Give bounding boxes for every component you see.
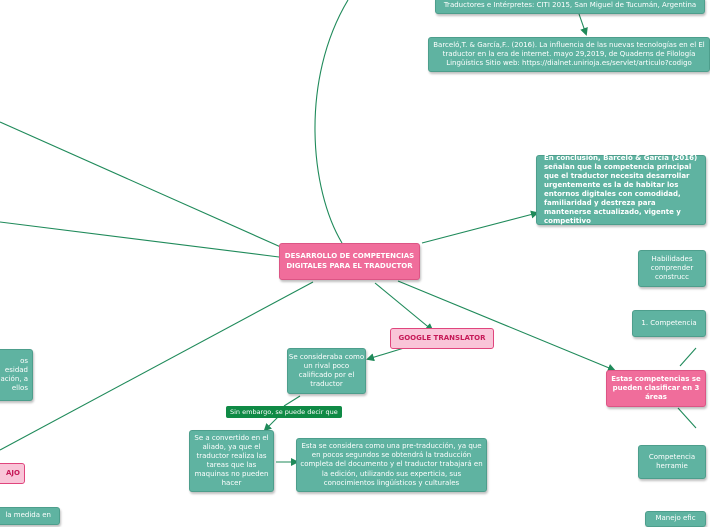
competencia-1-node[interactable]: 1. Competencia (632, 310, 706, 337)
left-partial-text: os esidad ación, a ellos (0, 356, 28, 393)
conclusion-node[interactable]: En conclusión, Barceló & García (2016) s… (536, 153, 706, 226)
connector-to-conclusion (421, 210, 539, 244)
connector-rival-label (283, 395, 301, 407)
clasificar-areas-node[interactable]: Estas competencias se pueden clasificar … (606, 370, 706, 407)
connector-layer (0, 0, 697, 466)
left-bottom-node[interactable]: la medida en (0, 507, 60, 525)
reference-barcelo-node[interactable]: Barceló,T. & García,F.. (2016). La influ… (428, 37, 710, 72)
competencia-herramientas-node[interactable]: Competencia herramie (638, 445, 706, 479)
left-partial-pink-node[interactable]: AJO (0, 463, 25, 484)
left-bottom-text: la medida en (5, 511, 51, 520)
manejo-node[interactable]: Manejo efic (645, 511, 706, 527)
left-partial-node[interactable]: os esidad ación, a ellos (0, 349, 33, 401)
connector-label-aliado (263, 416, 279, 432)
left-partial-pink-text: AJO (6, 468, 20, 477)
google-translator-text: GOOGLE TRANSLATOR (398, 333, 486, 342)
connector-to-google (374, 282, 434, 332)
aliado-node[interactable]: Se a convertido en el aliado, ya que el … (189, 430, 274, 492)
clasificar-areas-text: Estas competencias se pueden clasificar … (611, 374, 701, 402)
connector-upper-left (0, 121, 284, 249)
rival-node[interactable]: Se consideraba como un rival poco califi… (287, 348, 366, 394)
central-topic-text: DESARROLLO DE COMPETENCIAS DIGITALES PAR… (284, 252, 415, 270)
rival-text: Se consideraba como un rival poco califi… (288, 352, 365, 389)
connector-google-rival (366, 347, 405, 362)
central-topic-node[interactable]: DESARROLLO DE COMPETENCIAS DIGITALES PAR… (279, 243, 420, 280)
habilidades-text: Habilidades comprender construcc (650, 254, 694, 282)
reference-barcelo-text: Barceló,T. & García,F.. (2016). La influ… (433, 40, 705, 68)
pre-traduccion-text: Esta se considera como una pre-traducció… (300, 442, 483, 487)
competencia-herramientas-text: Competencia herramie (648, 452, 696, 470)
connector-mid-left (0, 221, 280, 258)
connector-to-clasificar (397, 280, 616, 372)
connector-clasificar-down (677, 407, 697, 429)
connector-clasificar-up (679, 347, 697, 367)
habilidades-node[interactable]: Habilidades comprender construcc (638, 250, 706, 287)
connector-lower-left (0, 281, 314, 451)
reference-citi-text: Traductores e Intérpretes: CITI 2015, Sa… (443, 0, 697, 9)
google-translator-node[interactable]: GOOGLE TRANSLATOR (390, 328, 494, 349)
sin-embargo-text: Sin embargo, se puede decir que (230, 408, 338, 416)
manejo-text: Manejo efic (655, 514, 696, 523)
competencia-1-text: 1. Competencia (641, 318, 697, 327)
connector-reftop-barcelo (578, 13, 588, 36)
reference-citi-node[interactable]: Traductores e Intérpretes: CITI 2015, Sa… (435, 0, 705, 14)
connector-top-curve (314, 0, 349, 244)
sin-embargo-label: Sin embargo, se puede decir que (226, 406, 342, 418)
aliado-text: Se a convertido en el aliado, ya que el … (194, 433, 269, 488)
pre-traduccion-node[interactable]: Esta se considera como una pre-traducció… (296, 438, 487, 492)
conclusion-text: En conclusión, Barceló & García (2016) s… (544, 153, 698, 226)
